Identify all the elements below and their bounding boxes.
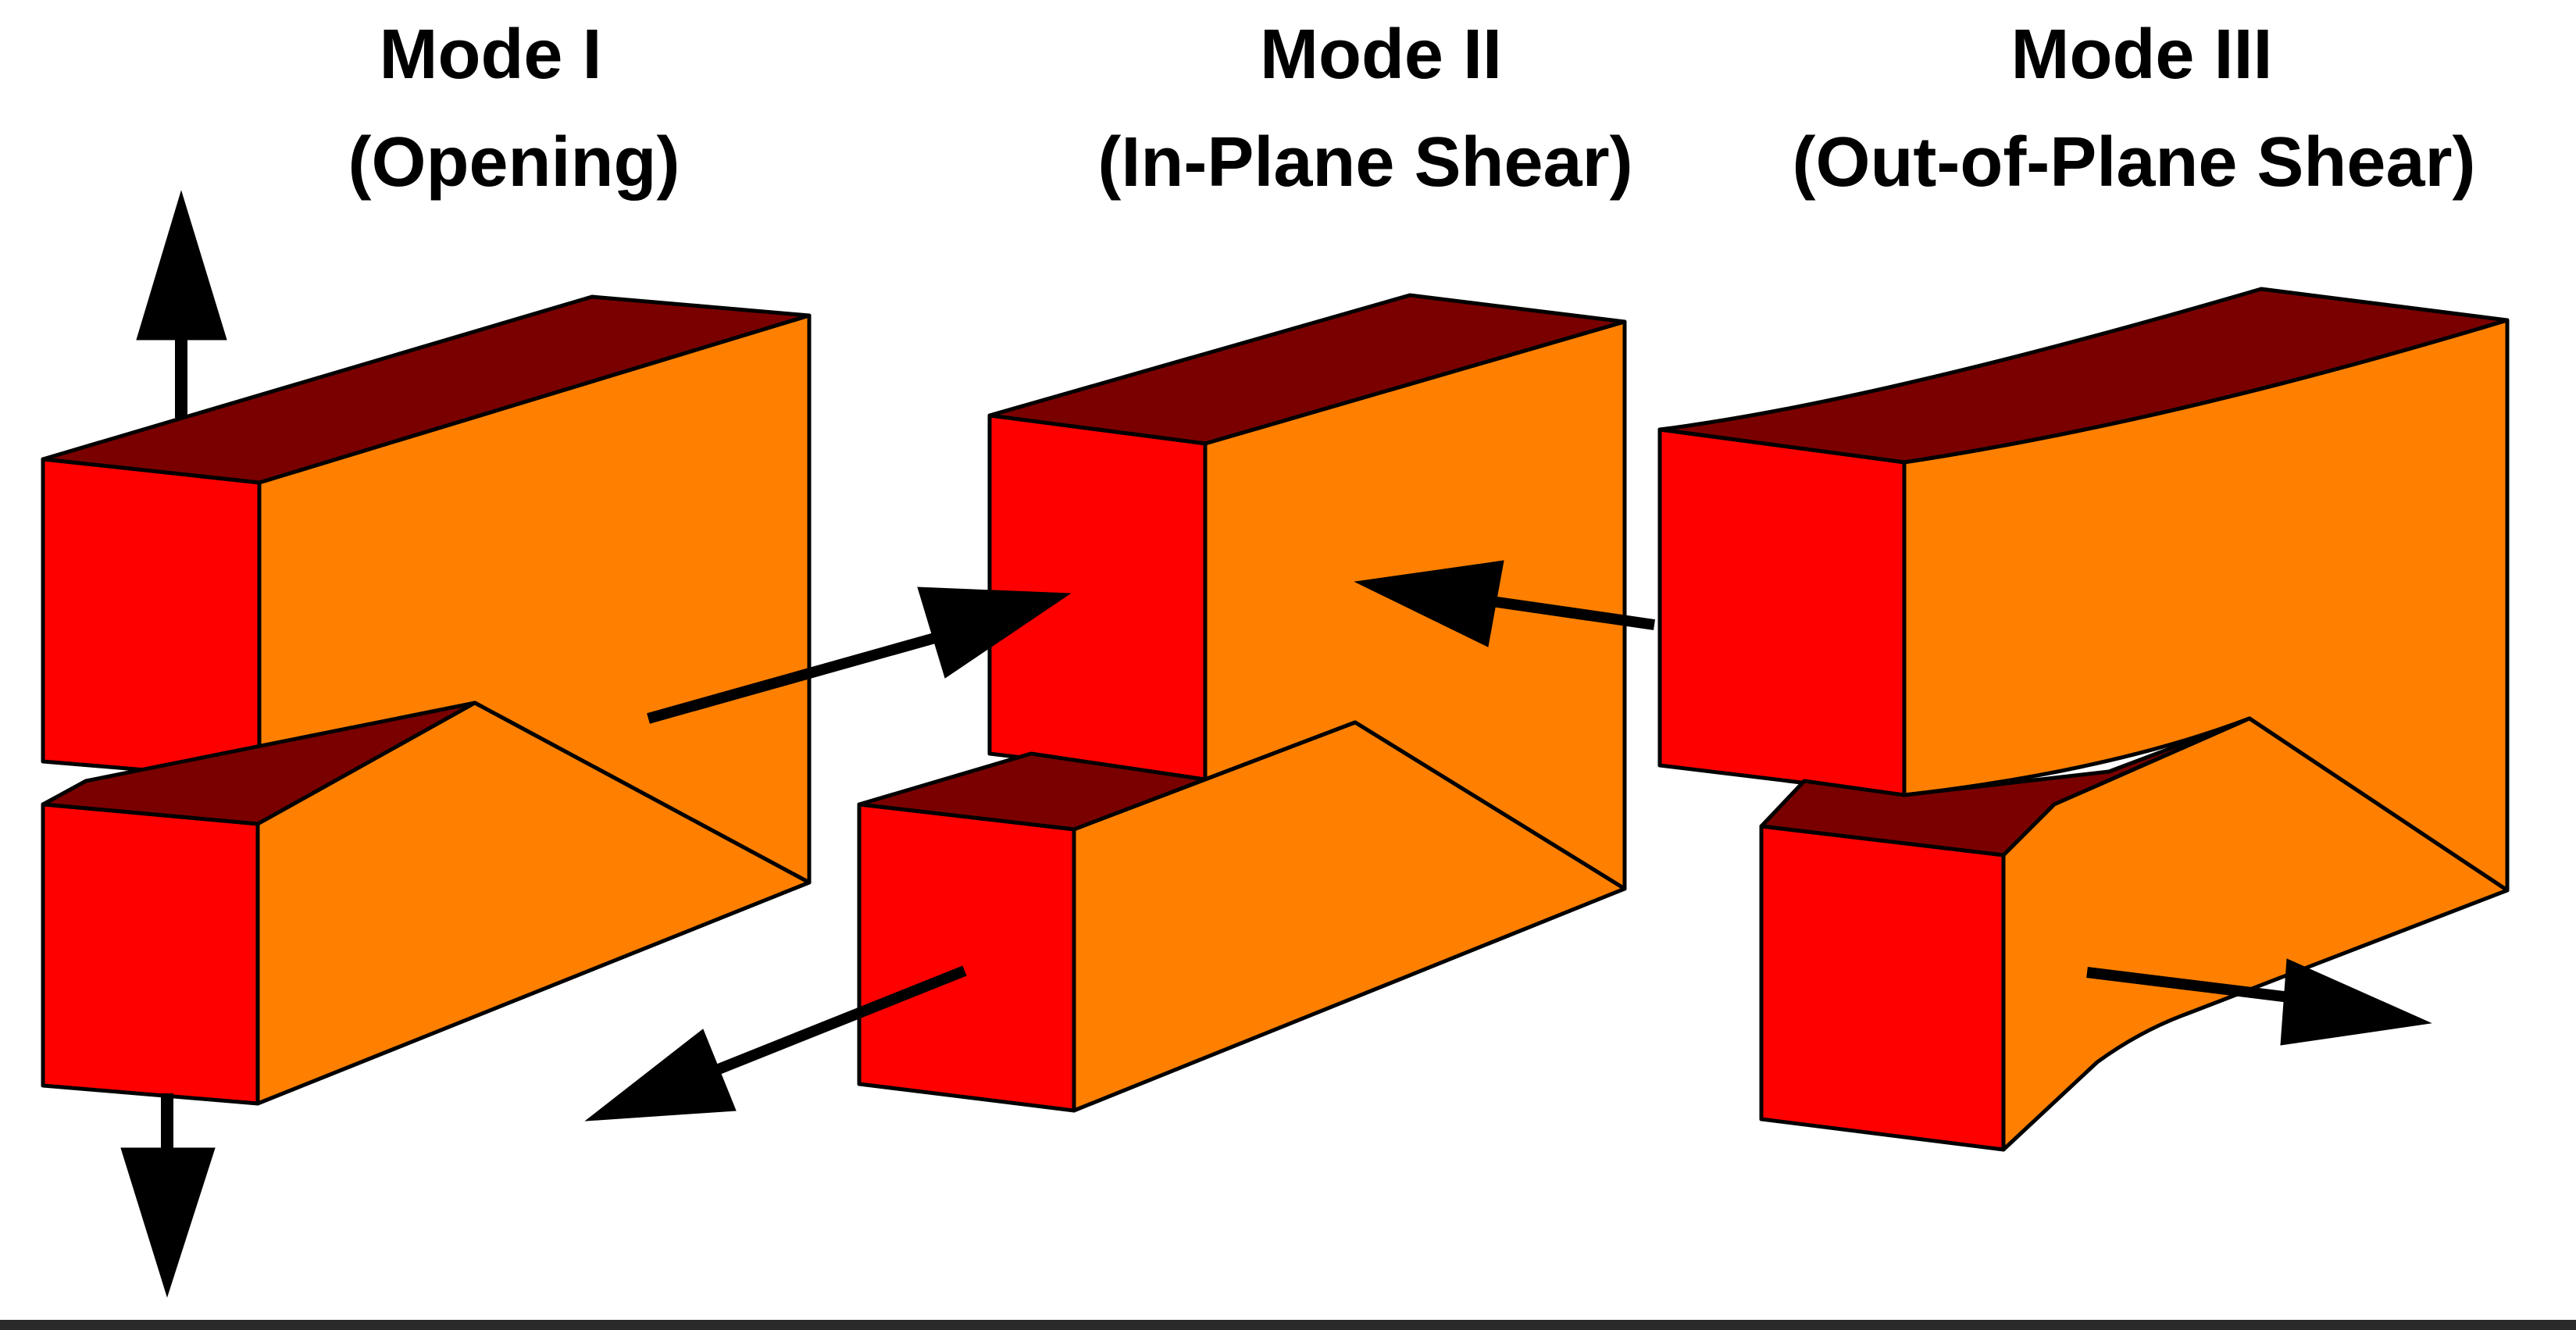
mode-3-upper-front-face [1657, 427, 1907, 797]
mode-1-down-arrow-head [120, 1147, 216, 1298]
mode-3-subtitle: (Out-of-Plane Shear) [1792, 123, 2475, 201]
bottom-border [0, 1320, 2576, 1330]
mode-3-lower-front-face [1759, 824, 2006, 1152]
mode-1-lower-front-face [41, 802, 260, 1106]
mode-3-block [1657, 287, 2510, 1152]
mode-2-lower-front-face [857, 802, 1076, 1113]
mode-2-right-arrow-head [917, 587, 1072, 679]
mode-3-title: Mode III [2011, 16, 2273, 94]
mode-3-arrows [1354, 560, 2432, 1046]
mode-1-arrows [120, 190, 227, 1298]
mode-3-back-arrow-shaft [1491, 596, 1655, 630]
mode-1-up-arrow-head [136, 190, 227, 341]
mode-2-title: Mode II [1260, 16, 1502, 94]
mode-3-front-arrow-shaft [2086, 967, 2297, 1004]
mode-2-left-arrow-shaft [685, 965, 967, 1087]
mode-2-left-arrow-head [584, 1029, 737, 1121]
mode-1-title: Mode I [380, 16, 602, 94]
mode-2-right-arrow-shaft [647, 621, 978, 724]
mode-2-block [857, 293, 1627, 1113]
mode-1-block [41, 294, 812, 1106]
mode-2-arrows [584, 587, 1072, 1121]
mode-2-subtitle: (In-Plane Shear) [1097, 123, 1632, 201]
mode-3-back-arrow-head [1354, 560, 1504, 647]
mode-3-upper-side-face [1902, 318, 2510, 893]
mode-3-front-arrow-head [2280, 958, 2432, 1046]
mode-1-subtitle: (Opening) [348, 123, 680, 201]
mode-1-upper-front-face [41, 457, 262, 782]
